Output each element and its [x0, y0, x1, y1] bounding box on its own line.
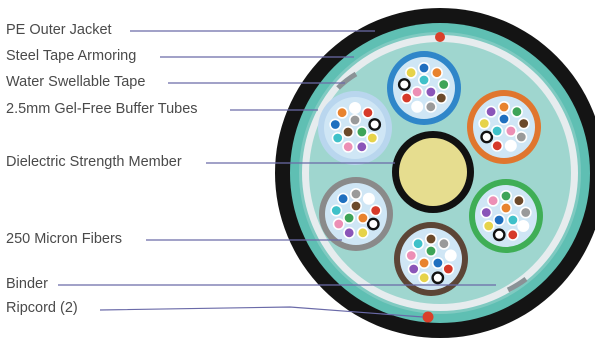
- fiber: [368, 118, 382, 131]
- label-outer-jacket: PE Outer Jacket: [6, 22, 112, 38]
- fiber: [424, 100, 437, 113]
- fiber: [407, 262, 420, 275]
- fiber: [331, 132, 344, 145]
- fiber: [506, 228, 519, 241]
- fiber: [417, 74, 430, 87]
- fiber: [499, 190, 512, 203]
- fiber: [361, 106, 374, 119]
- label-binder: Binder: [6, 276, 48, 292]
- fiber: [417, 61, 430, 74]
- fiber: [487, 194, 500, 207]
- fiber: [337, 192, 350, 205]
- fiber: [424, 86, 437, 99]
- leader-lines: [58, 30, 496, 318]
- fiber: [418, 256, 431, 269]
- fiber: [343, 226, 356, 239]
- tape-fragment: [336, 71, 358, 90]
- fiber: [366, 217, 380, 231]
- fiber: [349, 200, 362, 213]
- buffer-tubes: [318, 51, 543, 296]
- fiber: [482, 220, 495, 233]
- buffer-tube: [319, 177, 393, 251]
- fiber: [356, 212, 369, 225]
- fiber: [348, 114, 361, 127]
- fiber: [349, 188, 362, 201]
- fiber: [480, 130, 494, 144]
- fiber: [497, 101, 510, 114]
- label-water-tape: Water Swellable Tape: [6, 74, 146, 90]
- fiber: [362, 192, 375, 205]
- fiber: [442, 262, 455, 275]
- tape-fragment: [506, 276, 528, 293]
- buffer-tube: [394, 222, 468, 296]
- fiber: [400, 92, 413, 105]
- fiber: [336, 106, 349, 119]
- fiber: [437, 237, 450, 250]
- fiber: [369, 204, 382, 217]
- fiber: [517, 220, 530, 233]
- fiber: [342, 140, 355, 153]
- dielectric-strength-member: [399, 138, 467, 206]
- fiber: [435, 92, 448, 105]
- fiber: [355, 140, 368, 153]
- label-buffer-tubes: 2.5mm Gel-Free Buffer Tubes: [6, 101, 198, 117]
- fiber: [478, 117, 491, 130]
- fiber: [411, 100, 424, 113]
- fiber: [348, 102, 361, 115]
- label-ripcord: Ripcord (2): [6, 300, 78, 316]
- fiber: [431, 256, 444, 269]
- fiber: [519, 206, 532, 219]
- ripcord-top: [435, 32, 445, 42]
- fiber: [343, 212, 356, 225]
- fiber: [430, 66, 443, 79]
- fiber: [504, 125, 517, 138]
- label-armoring: Steel Tape Armoring: [6, 48, 137, 64]
- label-strength-member: Dielectric Strength Member: [6, 154, 182, 170]
- fiber: [499, 202, 512, 215]
- fiber: [444, 249, 457, 262]
- fiber: [485, 105, 498, 118]
- leader-line-ripcord: [99, 306, 424, 318]
- label-fibers: 250 Micron Fibers: [6, 231, 123, 247]
- buffer-tube: [318, 91, 392, 165]
- fiber: [424, 245, 437, 258]
- fiber: [329, 118, 342, 131]
- fiber: [412, 237, 425, 250]
- fiber: [355, 126, 368, 139]
- fiber: [512, 194, 525, 207]
- fiber: [506, 214, 519, 227]
- fiber: [424, 233, 437, 246]
- fiber: [330, 204, 343, 217]
- fiber: [397, 78, 411, 91]
- fiber: [493, 214, 506, 227]
- fiber: [504, 139, 517, 152]
- fiber: [356, 226, 369, 239]
- fiber: [405, 66, 418, 79]
- fiber: [437, 78, 450, 91]
- fiber: [411, 86, 424, 99]
- buffer-tube: [387, 51, 461, 125]
- fiber: [492, 228, 506, 242]
- fiber: [510, 105, 523, 118]
- fiber: [497, 113, 510, 126]
- fiber: [480, 206, 493, 219]
- buffer-tube: [469, 179, 543, 253]
- fiber: [366, 132, 379, 145]
- fiber: [405, 249, 418, 262]
- fiber: [342, 126, 355, 139]
- fiber: [491, 125, 504, 138]
- fiber: [515, 131, 528, 144]
- fiber: [517, 117, 530, 130]
- fiber: [332, 218, 345, 231]
- fiber: [418, 271, 431, 284]
- fiber: [491, 139, 504, 152]
- buffer-tube: [467, 90, 541, 164]
- fiber: [431, 271, 445, 285]
- ripcord-bottom: [422, 311, 434, 323]
